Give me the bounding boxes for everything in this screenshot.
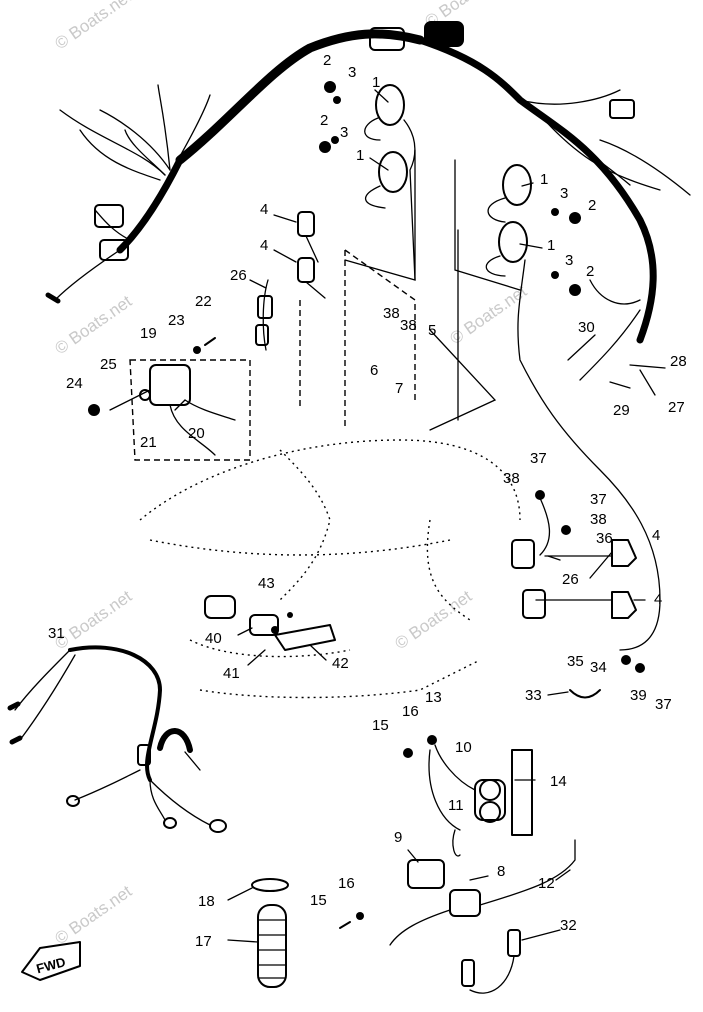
callout-number: 38 (400, 317, 417, 334)
callout-number: 42 (332, 655, 349, 672)
callout-number: 3 (560, 185, 568, 202)
callout-number: 15 (372, 717, 389, 734)
callout-number: 36 (596, 530, 613, 547)
watermark: © Boats.net (51, 0, 135, 53)
main-wiring-harness (45, 21, 691, 381)
engine-outline (129, 149, 521, 699)
callout-number: 30 (578, 319, 595, 336)
callout-number: 4 (654, 591, 662, 608)
callout-number: 1 (547, 237, 555, 254)
callout-number: 37 (590, 491, 607, 508)
callout-number: 26 (562, 571, 579, 588)
watermark: © Boats.net (391, 586, 475, 653)
callout-number: 31 (48, 625, 65, 642)
callout-number: 21 (140, 434, 157, 451)
callout-number: 4 (260, 201, 268, 218)
spark-plug-caps-upper (255, 211, 326, 351)
callout-number: 38 (590, 511, 607, 528)
callout-number: 24 (66, 375, 83, 392)
ignition-coils-upper (319, 81, 661, 651)
pulser-coil (204, 595, 336, 651)
callout-number: 9 (394, 829, 402, 846)
callout-number: 14 (550, 773, 567, 790)
watermark: © Boats.net (51, 291, 135, 358)
leader-lines (174, 89, 666, 943)
callout-number: 28 (670, 353, 687, 370)
cdi-unit-assembly (339, 735, 576, 946)
callout-number: 16 (338, 875, 355, 892)
callout-number: 37 (530, 450, 547, 467)
callout-number: 3 (565, 252, 573, 269)
protective-tube (251, 878, 289, 988)
callout-number: 3 (340, 124, 348, 141)
callout-number: 2 (323, 52, 331, 69)
callout-number: 34 (590, 659, 607, 676)
lower-harness (7, 645, 227, 833)
callout-number: 10 (455, 739, 472, 756)
callout-number: 12 (538, 875, 555, 892)
callout-number: 23 (168, 312, 185, 329)
forward-direction-arrow: FWD (21, 941, 81, 981)
callout-number: 1 (356, 147, 364, 164)
watermark: © Boats.net (51, 586, 135, 653)
callout-number: 2 (320, 112, 328, 129)
callout-number: 33 (525, 687, 542, 704)
callout-number: 4 (260, 237, 268, 254)
callout-number: 3 (348, 64, 356, 81)
callout-number: 39 (630, 687, 647, 704)
rectifier-assembly (88, 337, 236, 456)
callout-number: 25 (100, 356, 117, 373)
callout-number: 20 (188, 425, 205, 442)
callout-number: 13 (425, 689, 442, 706)
callout-number: 15 (310, 892, 327, 909)
callout-number: 41 (223, 665, 240, 682)
callout-number: 17 (195, 933, 212, 950)
callout-number: 27 (668, 399, 685, 416)
callout-number: 1 (372, 74, 380, 91)
callout-number: 37 (655, 696, 672, 713)
callout-number: 19 (140, 325, 157, 342)
fwd-label: FWD (35, 954, 67, 976)
callout-number: 1 (540, 171, 548, 188)
callout-number: 35 (567, 653, 584, 670)
callout-number: 32 (560, 917, 577, 934)
callout-number: 18 (198, 893, 215, 910)
callout-number: 2 (586, 263, 594, 280)
callout-number: 26 (230, 267, 247, 284)
ignition-coils-lower (511, 490, 645, 699)
callout-number: 4 (652, 527, 660, 544)
callout-number: 38 (383, 305, 400, 322)
callout-number: 7 (395, 380, 403, 397)
callout-number: 29 (613, 402, 630, 419)
callout-number: 43 (258, 575, 275, 592)
callout-number: 22 (195, 293, 212, 310)
callout-number: 16 (402, 703, 419, 720)
callout-number: 8 (497, 863, 505, 880)
callout-labels: 1111222233334444567891011121314151516161… (48, 52, 687, 950)
callout-number: 40 (205, 630, 222, 647)
callout-number: 38 (503, 470, 520, 487)
callout-number: 2 (588, 197, 596, 214)
callout-number: 5 (428, 322, 436, 339)
callout-number: 6 (370, 362, 378, 379)
callout-number: 11 (448, 797, 464, 814)
watermark: © Boats.net (51, 881, 135, 948)
ground-lead (461, 929, 521, 994)
